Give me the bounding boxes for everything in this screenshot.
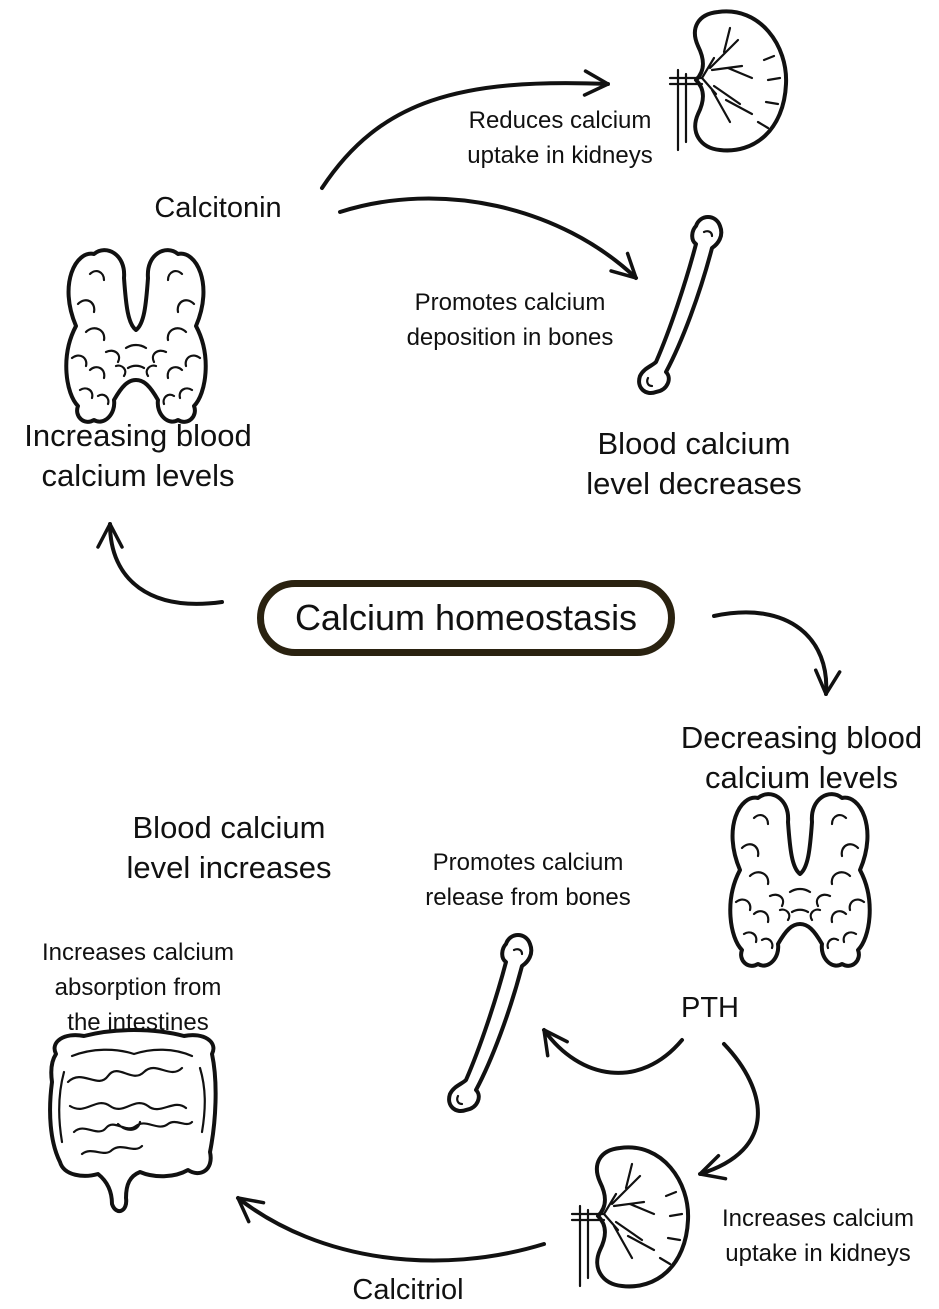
condition-increasing-blood-calcium: Increasing blood calcium levels xyxy=(0,416,276,495)
arrow-center-to-increasing xyxy=(110,524,222,604)
intestine-icon xyxy=(50,1030,216,1211)
thyroid-icon xyxy=(730,794,869,966)
effect-increases-kidney-uptake: Increases calcium uptake in kidneys xyxy=(698,1202,938,1272)
effect-promotes-bone-release: Promotes calcium release from bones xyxy=(398,846,658,916)
effect-increases-intestinal-absorption: Increases calcium absorption from the in… xyxy=(14,936,262,1040)
arrow-calcitonin-to-bone xyxy=(340,198,636,278)
arrow-kidney-to-intestine xyxy=(238,1198,544,1261)
center-label: Calcium homeostasis xyxy=(295,597,637,639)
bone-icon xyxy=(639,217,721,393)
result-blood-calcium-increases: Blood calcium level increases xyxy=(100,808,358,887)
hormone-pth: PTH xyxy=(650,990,770,1027)
thyroid-icon xyxy=(66,250,205,422)
effect-reduces-kidney-uptake: Reduces calcium uptake in kidneys xyxy=(436,104,684,174)
bone-icon xyxy=(449,935,531,1111)
condition-decreasing-blood-calcium: Decreasing blood calcium levels xyxy=(664,718,939,797)
kidney-icon xyxy=(670,11,786,150)
result-blood-calcium-decreases: Blood calcium level decreases xyxy=(560,424,828,503)
kidney-icon xyxy=(572,1147,688,1286)
arrow-pth-to-kidney xyxy=(700,1044,758,1174)
effect-promotes-bone-deposition: Promotes calcium deposition in bones xyxy=(380,286,640,356)
arrow-center-to-decreasing xyxy=(714,612,826,694)
hormone-calcitriol: Calcitriol xyxy=(318,1272,498,1309)
hormone-calcitonin: Calcitonin xyxy=(108,190,328,227)
center-pill-calcium-homeostasis: Calcium homeostasis xyxy=(257,580,675,656)
arrow-pth-to-bone xyxy=(544,1030,682,1073)
